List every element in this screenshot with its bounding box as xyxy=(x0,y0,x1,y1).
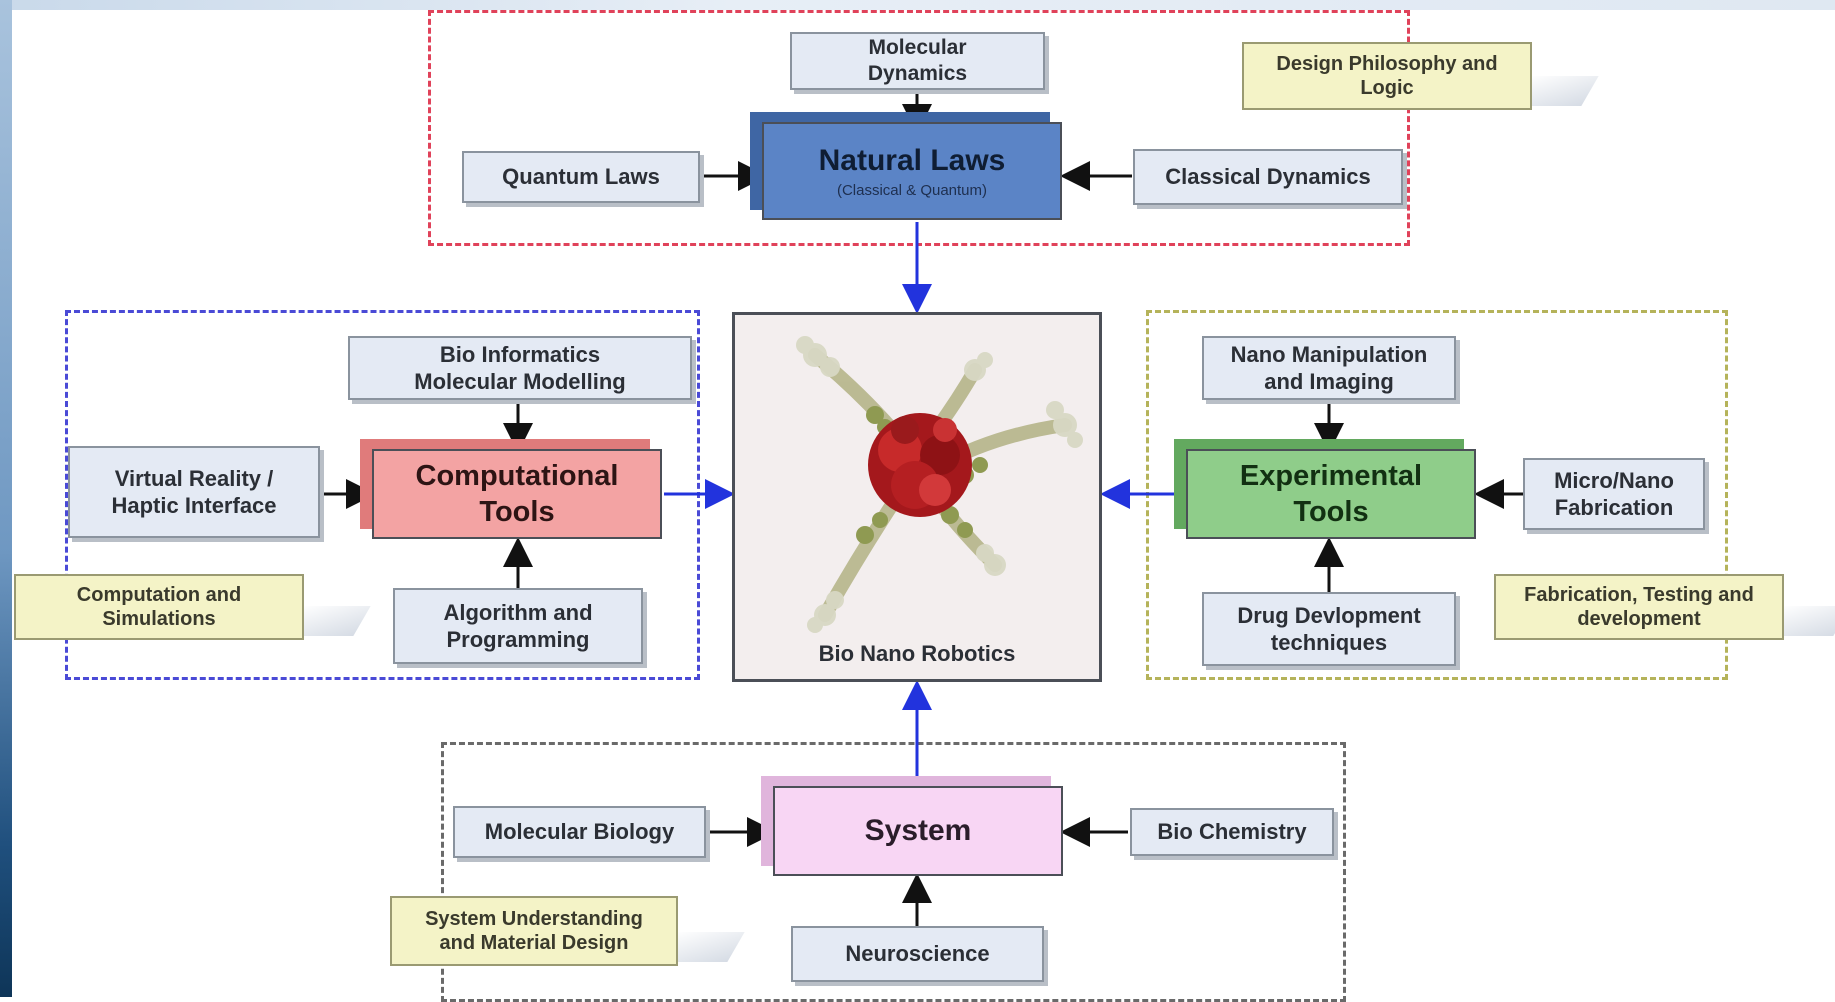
drug-development-line2: techniques xyxy=(1270,630,1388,655)
algorithm-line2: Programming xyxy=(446,627,590,652)
natural-laws-title: Natural Laws xyxy=(818,143,1006,177)
fabrication-testing-line2: development xyxy=(1577,608,1701,630)
nanorobot-illustration xyxy=(796,336,1083,633)
natural-laws-subtitle: (Classical & Quantum) xyxy=(836,181,988,199)
computational-tools-title-line2: Tools xyxy=(479,496,555,528)
design-philosophy-line1: Design Philosophy and xyxy=(1276,53,1498,75)
micro-nano-line1: Micro/Nano xyxy=(1554,467,1674,493)
system-title: System xyxy=(864,814,972,847)
drug-development-line1: Drug Devlopment xyxy=(1237,602,1421,628)
nano-manipulation-line2: and Imaging xyxy=(1264,369,1394,394)
natural-laws-hub: Natural Laws (Classical & Quantum) xyxy=(762,122,1062,220)
molecular-dynamics-line1: Molecular xyxy=(868,35,967,59)
micro-nano-line2: Fabrication xyxy=(1554,495,1674,520)
bio-nano-robotics-caption: Bio Nano Robotics xyxy=(818,641,1016,666)
nano-manipulation-line1: Nano Manipulation xyxy=(1230,341,1428,367)
bio-informatics-line2: Molecular Modelling xyxy=(414,369,626,394)
bio-chemistry-label: Bio Chemistry xyxy=(1157,819,1307,845)
molecular-dynamics-line2: Dynamics xyxy=(867,62,968,85)
system-understanding-line2: and Material Design xyxy=(439,932,629,954)
virtual-reality-line1: Virtual Reality / xyxy=(114,465,274,491)
natural-laws-group xyxy=(428,10,1410,246)
fabrication-testing-line1: Fabrication, Testing and xyxy=(1524,584,1754,606)
experimental-tools-hub: Experimental Tools xyxy=(1186,449,1476,539)
molecular-biology-box: Molecular Biology xyxy=(453,806,706,858)
window-top-border xyxy=(0,0,1835,10)
design-philosophy-line2: Logic xyxy=(1360,77,1414,99)
classical-dynamics-box: Classical Dynamics xyxy=(1133,149,1403,205)
nanorobot-core xyxy=(868,413,972,517)
bio-nano-robotics-panel: Bio Nano Robotics xyxy=(732,312,1102,682)
experimental-tools-title-line1: Experimental xyxy=(1239,459,1423,492)
computational-tools-hub: Computational Tools xyxy=(372,449,662,539)
quantum-laws-label: Quantum Laws xyxy=(502,164,660,190)
system-hub: System xyxy=(773,786,1063,876)
experimental-tools-title-line2: Tools xyxy=(1293,496,1369,528)
neuroscience-label: Neuroscience xyxy=(845,941,990,967)
algorithm-line1: Algorithm and xyxy=(443,599,593,625)
bio-chemistry-box: Bio Chemistry xyxy=(1130,808,1334,856)
virtual-reality-line2: Haptic Interface xyxy=(111,493,277,518)
window-left-border xyxy=(0,0,12,997)
bio-informatics-line1: Bio Informatics xyxy=(439,341,601,367)
computation-simulations-line2: Simulations xyxy=(102,608,216,630)
molecular-biology-label: Molecular Biology xyxy=(484,819,675,845)
classical-dynamics-label: Classical Dynamics xyxy=(1165,164,1371,190)
computation-simulations-line1: Computation and xyxy=(76,584,242,606)
system-understanding-line1: System Understanding xyxy=(425,908,643,930)
virtual-reality-box: Virtual Reality /Haptic Interface xyxy=(68,446,320,538)
nanorobot-arm-beads xyxy=(796,336,1083,633)
quantum-laws-box: Quantum Laws xyxy=(462,151,700,203)
computational-tools-title-line1: Computational xyxy=(415,459,619,492)
neuroscience-box: Neuroscience xyxy=(791,926,1044,982)
